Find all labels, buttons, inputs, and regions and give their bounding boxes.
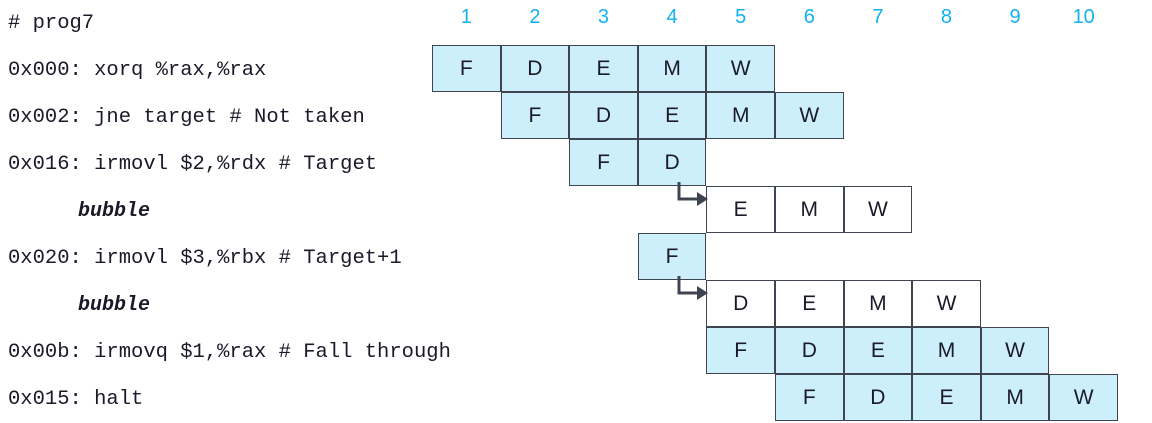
stage-cell-e: E [912, 374, 981, 421]
bubble-label: bubble [78, 294, 151, 317]
code-line: 0x000: xorq %rax,%rax [8, 59, 267, 82]
stage-cell-e: E [843, 327, 913, 374]
stage-cell-d: D [569, 92, 638, 139]
cycle-number-9: 9 [1009, 6, 1021, 28]
stage-cell-m: M [775, 186, 844, 233]
stage-cell-f: F [500, 92, 570, 139]
code-line: 0x020: irmovl $3,%rbx # Target+1 [8, 247, 402, 270]
cycle-number-8: 8 [940, 6, 953, 28]
stage-cell-f: F [706, 327, 775, 374]
stage-cell-w: W [843, 186, 913, 233]
stage-cell-d: D [637, 139, 707, 186]
stage-cell-f: F [432, 45, 501, 92]
stage-cell-f: F [569, 139, 638, 186]
cycle-number-1: 1 [460, 6, 472, 28]
code-listing: # prog7 0x000: xorq %rax,%rax 0x002: jne t… [0, 0, 451, 421]
code-line: 0x002: jne target # Not taken [8, 106, 365, 129]
stage-cell-w: W [912, 280, 981, 327]
code-line: # prog7 [8, 12, 95, 35]
stage-cell-m: M [912, 327, 981, 374]
code-line: 0x016: irmovl $2,%rdx # Target [8, 153, 378, 176]
stage-cell-w: W [775, 92, 844, 139]
stage-cell-e: E [637, 92, 707, 139]
cycle-number-3: 3 [597, 6, 610, 28]
code-line: 0x015: halt [8, 388, 144, 411]
stage-cell-d: D [843, 374, 913, 421]
stage-cell-w: W [1049, 374, 1118, 421]
stage-cell-m: M [843, 280, 913, 327]
cycle-number-5: 5 [735, 6, 747, 28]
stage-cell-d: D [775, 327, 844, 374]
stage-cell-f: F [775, 374, 844, 421]
stage-cell-f: F [637, 233, 707, 280]
stage-cell-m: M [980, 374, 1050, 421]
cycle-number-7: 7 [872, 6, 884, 28]
bubble-insert-arrow [675, 274, 709, 304]
stage-cell-d: D [500, 45, 570, 92]
stage-cell-e: E [775, 280, 844, 327]
bubble-insert-arrow [675, 180, 709, 210]
code-line: 0x00b: irmovq $1,%rax # Fall through [8, 341, 451, 364]
bubble-label: bubble [78, 200, 151, 223]
stage-cell-m: M [637, 45, 707, 92]
stage-cell-e: E [569, 45, 638, 92]
cycle-number-4: 4 [666, 6, 678, 28]
stage-cell-w: W [980, 327, 1050, 374]
cycle-number-6: 6 [803, 6, 815, 28]
stage-cell-d: D [706, 280, 775, 327]
stage-cell-m: M [706, 92, 775, 139]
stage-cell-w: W [706, 45, 775, 92]
stage-cell-e: E [706, 186, 775, 233]
cycle-number-2: 2 [529, 6, 541, 28]
cycle-number-10: 10 [1072, 6, 1095, 28]
